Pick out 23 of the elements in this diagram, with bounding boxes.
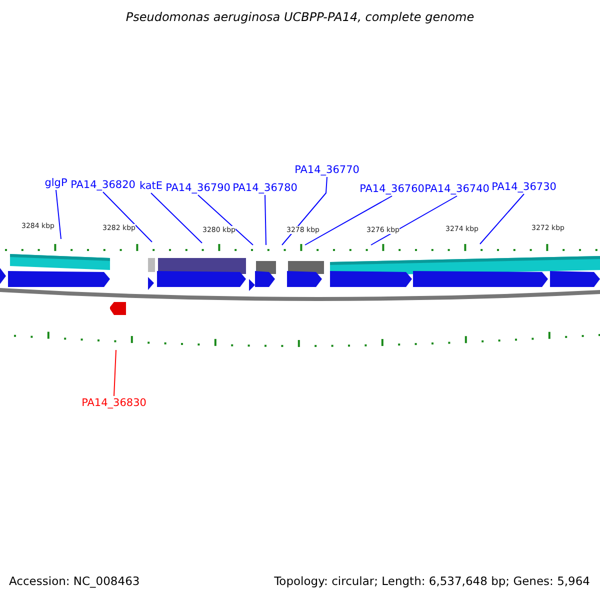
gene-label: PA14_36770 [294,164,360,176]
leader-line [114,350,116,396]
topology-text: Topology: circular; Length: 6,537,648 bp; Genes: 5,964 [274,574,590,588]
gene-label: PA14_36790 [166,182,230,194]
gene-label: PA14_36830 [82,397,146,409]
leader-line [304,196,392,246]
leader-line [102,192,152,242]
leader-line [264,194,266,246]
leader-line [198,194,254,246]
gene-label: PA14_36760 [360,183,424,195]
gene-label: glgP [44,177,68,189]
leader-line [370,196,458,246]
accession-text: Accession: NC_008463 [9,574,140,588]
leader-line [282,176,328,246]
gene-label: katE [139,180,163,192]
gene-label: PA14_36820 [70,179,136,191]
gene-label: PA14_36730 [492,181,556,193]
leader-line [480,194,524,244]
leader-line [150,192,202,244]
gene-label: PA14_36740 [424,183,490,195]
chart-title: Pseudomonas aeruginosa UCBPP-PA14, complete genome [124,10,476,24]
gene-label: PA14_36780 [232,182,298,194]
leader-line [56,190,62,240]
